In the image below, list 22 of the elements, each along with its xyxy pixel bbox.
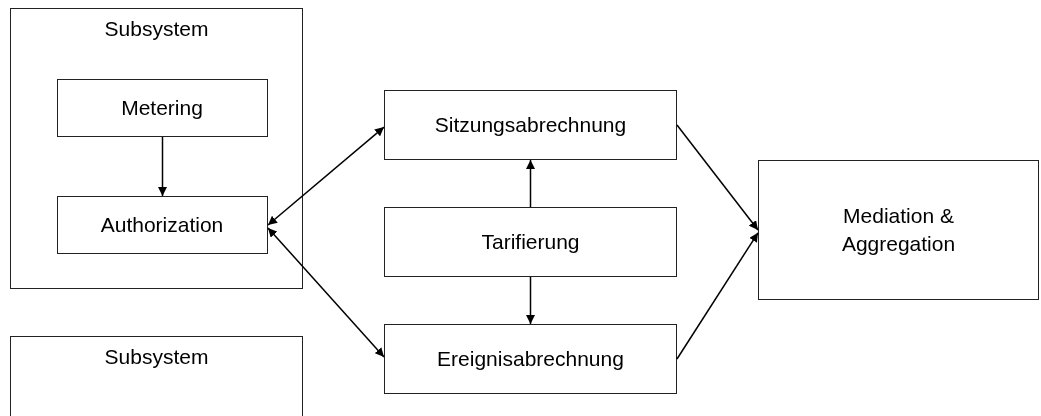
process-box [384, 90, 677, 160]
arrow [158, 136, 167, 197]
arrow [526, 276, 535, 325]
process-box [758, 160, 1039, 300]
box-label: Authorization [100, 211, 224, 238]
group-title: Subsystem [104, 344, 209, 370]
arrow [267, 126, 385, 226]
arrow [526, 159, 535, 208]
process-box [384, 324, 677, 394]
arrow [676, 232, 759, 360]
box-label: Metering [121, 94, 203, 121]
arrow [267, 227, 385, 358]
process-box [56, 195, 268, 254]
group-title: Subsystem [104, 16, 209, 42]
box-label: Tarifierung [481, 229, 580, 255]
group-box [10, 8, 303, 289]
process-box [384, 207, 677, 277]
process-box [56, 78, 268, 137]
box-label: Mediation & Aggregation [841, 203, 956, 257]
box-label: Ereignisabrechnung [437, 346, 624, 372]
box-label: Sitzungsabrechnung [434, 112, 627, 138]
arrow [676, 124, 759, 231]
